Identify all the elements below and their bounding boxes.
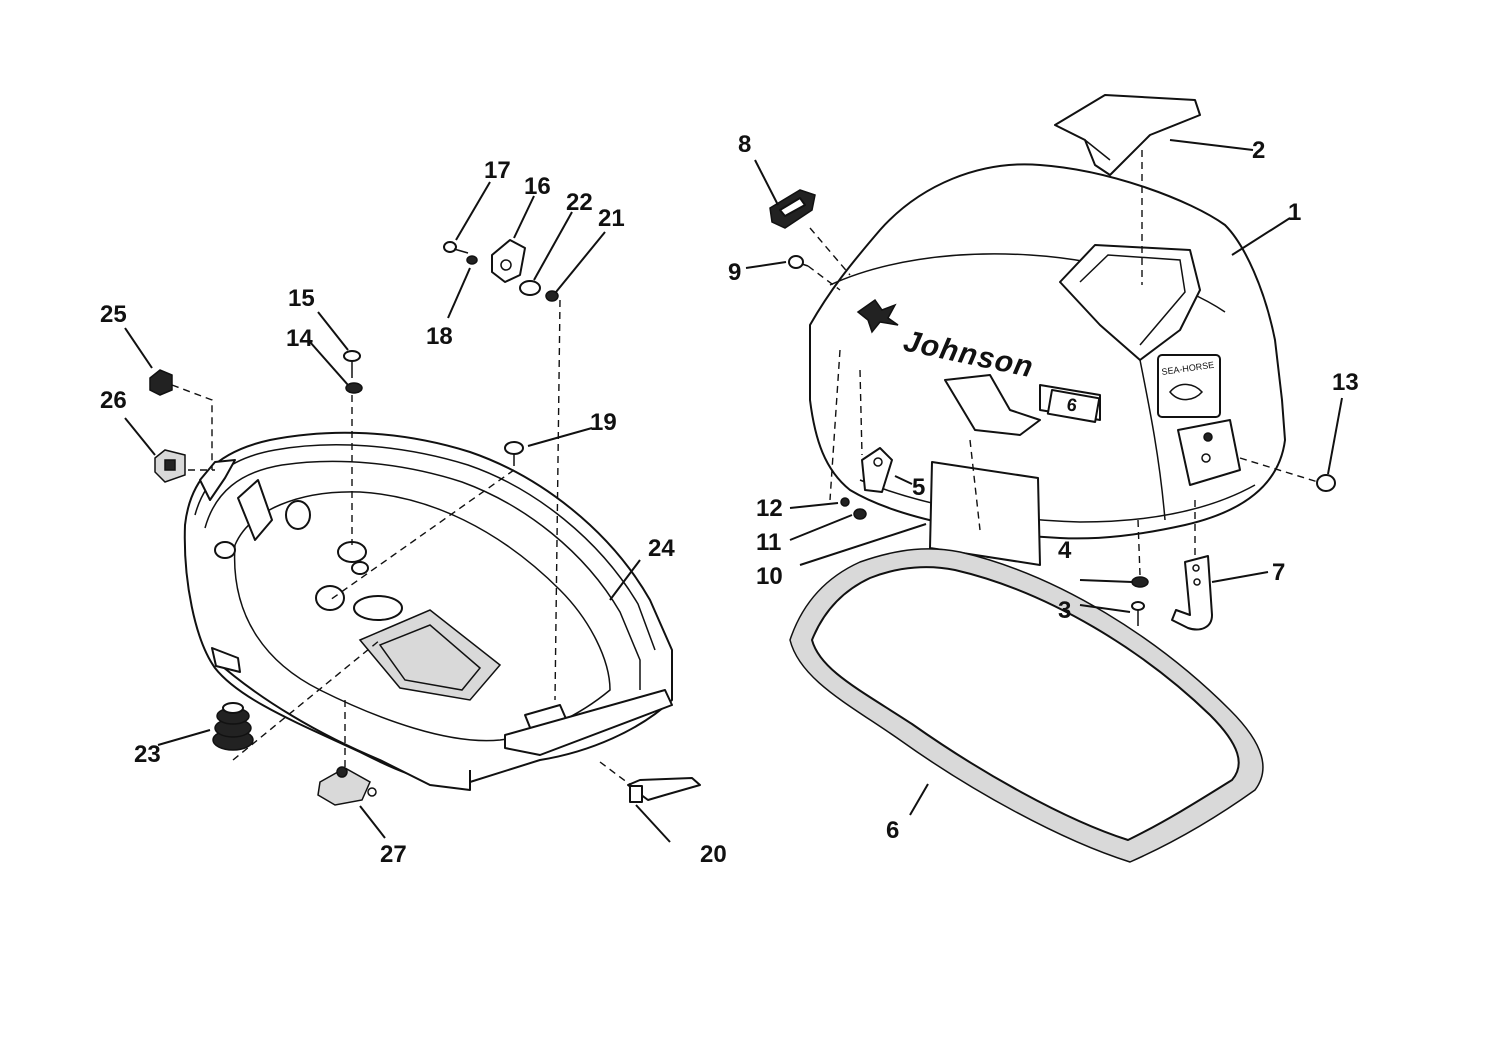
bracket-5 [861,447,893,493]
nut-12 [840,497,850,507]
callout-15: 15 [288,285,315,312]
washer-4 [1131,576,1149,588]
hp-box [1046,388,1101,423]
callout-9: 9 [728,259,741,286]
callout-10: 10 [756,563,783,590]
screw-15 [343,350,361,378]
callout-22: 22 [566,189,593,216]
intake-cover-2 [1054,94,1201,176]
callout-13: 13 [1332,369,1359,396]
callout-11: 11 [756,529,781,556]
callout-20: 20 [700,841,727,868]
cover-seal-6 [789,548,1264,863]
washer-14 [345,382,363,394]
latch-lever-20 [627,777,701,803]
fitting-25 [149,369,173,396]
handle-grip-8 [769,189,816,229]
fitting-13 [1316,474,1336,492]
callout-17: 17 [484,157,511,184]
fitting-26 [154,449,186,483]
callout-14: 14 [286,325,313,352]
bracket-7 [1171,555,1213,631]
callout-7: 7 [1272,559,1285,586]
assembly-lines-right [807,150,1319,576]
callout-5: 5 [912,474,925,501]
washer-11 [853,508,867,520]
callout-12: 12 [756,495,783,522]
assembly-lines-left [171,299,633,787]
callout-25: 25 [100,301,127,328]
grommet-23 [212,702,254,751]
callout-4: 4 [1058,537,1072,564]
screw-9 [788,255,809,269]
callout-27: 27 [380,841,407,868]
plate-10 [929,461,1041,566]
bracket-27 [317,766,377,806]
bracket-16 [491,239,526,283]
callout-2: 2 [1252,137,1265,164]
logo-emblem [856,298,899,334]
callout-19: 19 [590,409,617,436]
callout-24: 24 [648,535,675,562]
screw-3 [1131,601,1145,626]
lower-motor-cover-24 [183,431,673,791]
callout-labels: 1 2 3 4 5 6 7 8 9 10 11 12 13 14 15 16 1… [100,131,1359,868]
callout-1: 1 [1288,199,1301,226]
leader-lines [124,139,1343,843]
callout-26: 26 [100,387,127,414]
callout-16: 16 [524,173,551,200]
callout-18: 18 [426,323,453,350]
hp-text: 6 [1065,394,1078,415]
callout-6: 6 [886,817,899,844]
callout-21: 21 [598,205,625,232]
callout-8: 8 [738,131,751,158]
callout-23: 23 [134,741,161,768]
bushing-22 [519,280,541,296]
callout-3: 3 [1058,597,1071,624]
washer-18 [466,255,478,265]
upper-motor-cover-1 [809,163,1286,540]
screw-17 [443,241,469,254]
screw-19 [504,441,524,466]
washer-21 [545,290,559,302]
